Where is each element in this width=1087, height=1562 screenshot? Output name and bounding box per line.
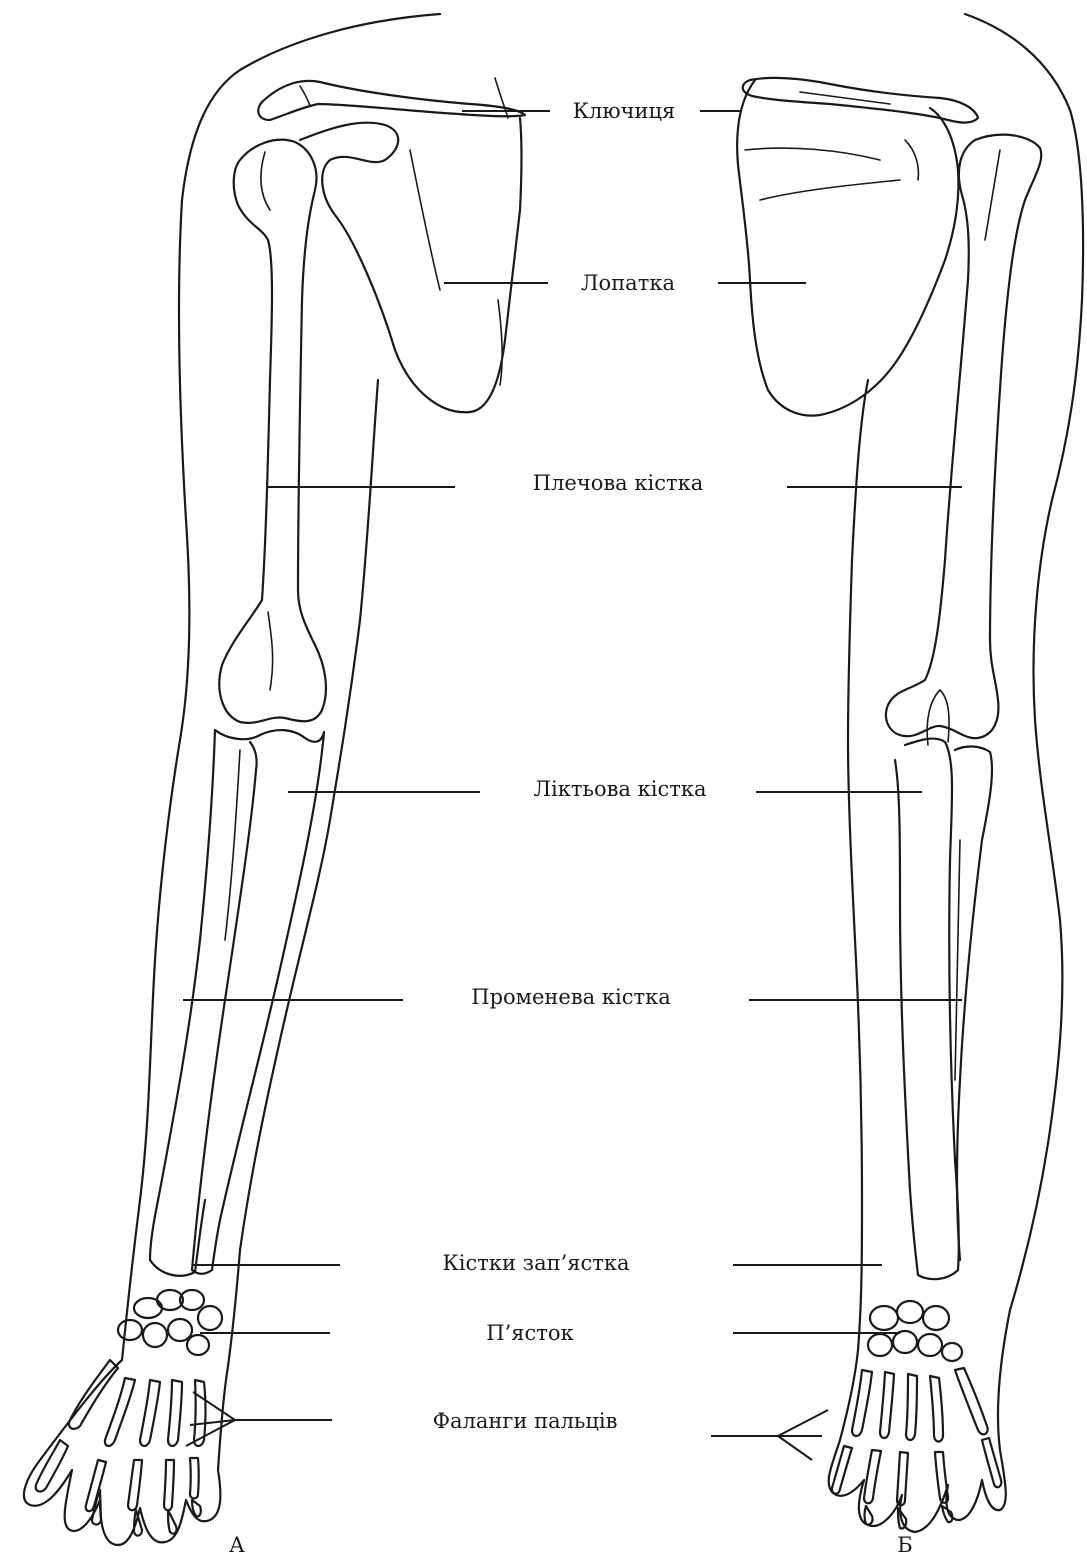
left-scapula bbox=[300, 118, 522, 412]
left-arm-outline bbox=[24, 14, 440, 1545]
label-scapula: Лопатка bbox=[581, 271, 675, 295]
right-metacarpals bbox=[852, 1368, 988, 1442]
left-arm-figure bbox=[24, 14, 525, 1545]
caption-right: Б bbox=[897, 1533, 912, 1557]
right-radius bbox=[955, 746, 992, 1260]
label-carpals: Кістки зап’ястка bbox=[442, 1251, 629, 1275]
left-metacarpals bbox=[69, 1360, 206, 1446]
caption-left: А bbox=[229, 1533, 245, 1557]
label-humerus: Плечова кістка bbox=[533, 471, 704, 495]
right-arm-outline bbox=[829, 14, 1083, 1532]
left-radius bbox=[150, 730, 215, 1276]
right-arm-figure bbox=[737, 14, 1083, 1532]
label-metacarpus: П’ясток bbox=[486, 1321, 573, 1345]
left-clavicle bbox=[258, 81, 525, 120]
right-scapula bbox=[737, 80, 958, 416]
left-humerus-head bbox=[219, 140, 326, 723]
right-phalanges bbox=[832, 1438, 1001, 1528]
right-carpals bbox=[868, 1301, 962, 1361]
label-clavicle: Ключиця bbox=[573, 99, 676, 123]
label-ulna: Ліктьова кістка bbox=[534, 777, 707, 801]
right-humerus bbox=[886, 135, 1041, 739]
label-phalanges: Фаланги пальців bbox=[433, 1409, 618, 1433]
left-carpals bbox=[118, 1290, 222, 1355]
label-radius: Променева кістка bbox=[471, 985, 670, 1009]
right-ulna bbox=[895, 739, 959, 1280]
